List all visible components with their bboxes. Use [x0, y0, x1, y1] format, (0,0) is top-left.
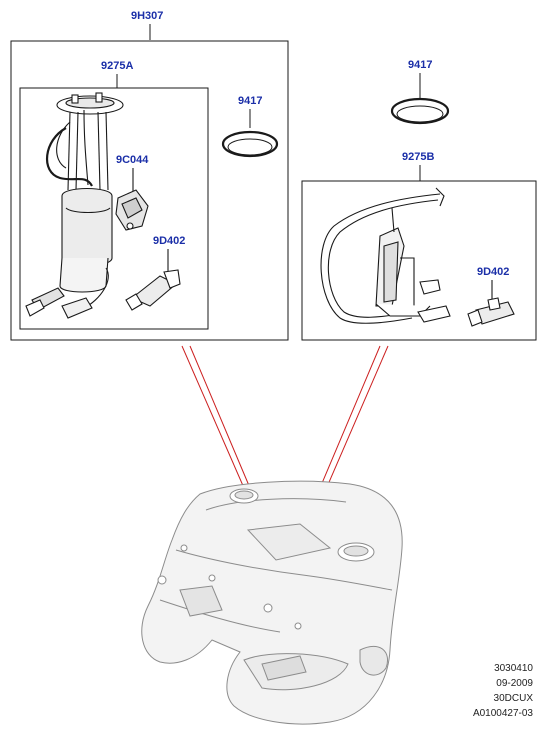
fuel-pump-module-9275A	[25, 92, 124, 319]
seal-ring-9417-right	[390, 73, 450, 125]
tank-fittings	[157, 544, 302, 630]
assembly-9275B-frame	[301, 165, 537, 341]
connector-9D402-right	[467, 280, 515, 327]
connector-9D402-left	[125, 249, 181, 311]
tank-port-right	[337, 542, 375, 562]
fuel-tank	[141, 480, 403, 725]
reference-code-2: 30DCUX	[493, 693, 533, 704]
callout-9D402-right[interactable]: 9D402	[477, 266, 510, 278]
callout-9275A[interactable]: 9275A	[101, 60, 134, 72]
callout-9275B[interactable]: 9275B	[402, 151, 435, 163]
reference-date: 09-2009	[496, 678, 533, 689]
assembly-9275A-frame	[19, 74, 209, 330]
callout-9417-right[interactable]: 9417	[408, 59, 433, 71]
reference-code-1: 3030410	[494, 663, 533, 674]
fuel-level-sender-9C044	[115, 168, 149, 231]
callout-9417-left[interactable]: 9417	[238, 95, 263, 107]
jet-pump-assembly-9275B	[320, 187, 451, 324]
tank-port-left	[229, 488, 259, 504]
callout-9D402-left[interactable]: 9D402	[153, 235, 186, 247]
reference-illustration-id: A0100427-03	[472, 708, 533, 719]
callout-9C044[interactable]: 9C044	[116, 154, 149, 166]
callout-9H307[interactable]: 9H307	[131, 10, 164, 22]
seal-ring-9417-left	[221, 109, 279, 158]
assembly-9H307-frame	[10, 24, 289, 341]
